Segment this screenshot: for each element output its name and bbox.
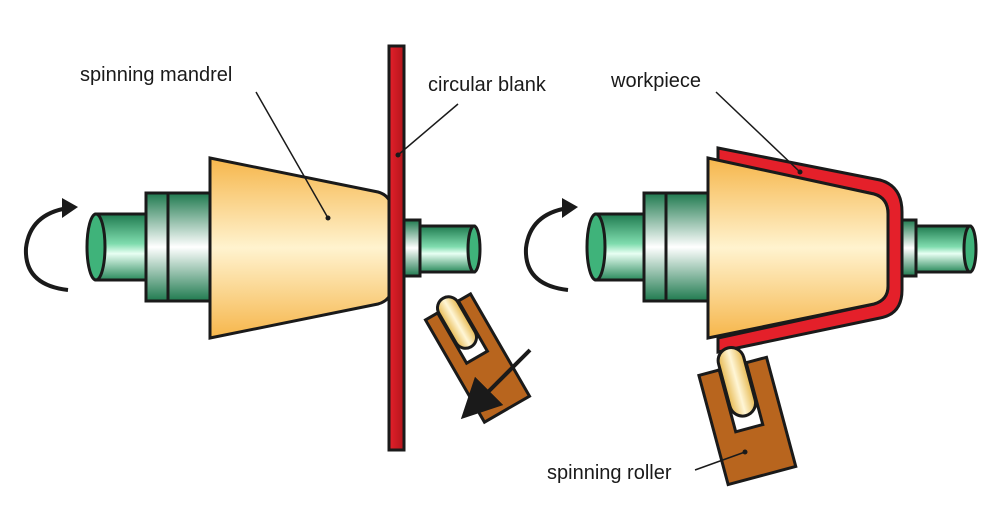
right-assembly [523,146,978,487]
left-tailstock-shaft [402,218,482,278]
left-drive-shaft [85,212,150,282]
label-workpiece: workpiece [611,70,702,92]
left-spinning-roller [423,291,532,425]
label-spinning-mandrel: spinning mandrel [80,64,233,86]
left-collar [144,191,212,303]
circular-blank [387,44,406,452]
right-tailstock-shaft [900,218,978,278]
right-collar [642,191,710,303]
left-assembly [23,44,532,452]
right-mandrel [706,156,890,340]
label-circular-blank: circular blank [428,74,546,96]
label-spinning-roller: spinning roller [547,462,672,484]
rotation-arrow-icon [23,198,78,292]
spinning-mandrel [208,156,394,340]
right-drive-shaft [585,212,648,282]
rotation-arrow-icon [523,198,578,292]
right-spinning-roller [697,346,798,487]
feed-direction-arrow-icon [460,348,532,420]
leader-lines [255,91,801,471]
